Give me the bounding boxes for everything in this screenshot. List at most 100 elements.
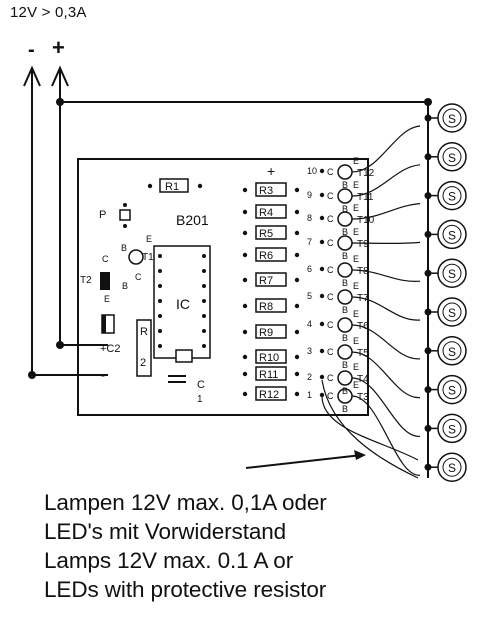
- resistor-r5-label: R5: [259, 228, 273, 240]
- pin-letter: B: [342, 305, 348, 315]
- minus-pad-label: -: [101, 368, 105, 382]
- resistor-r12: [255, 386, 287, 401]
- plus-supply-wire: [59, 70, 108, 346]
- pcb-outline: [77, 158, 369, 416]
- pointer-arrow-head: [354, 450, 366, 460]
- lamp-wire: [351, 241, 421, 245]
- pad: [319, 321, 325, 327]
- pin-letter: E: [104, 294, 110, 304]
- pad: [242, 391, 248, 397]
- junction-dot: [56, 341, 64, 349]
- lamp-inner-ring: [442, 108, 462, 128]
- caption-block: Lampen 12V max. 0,1A oder LED's mit Vorw…: [44, 488, 484, 604]
- pin-letter: C: [327, 292, 334, 302]
- transistor-t1: [128, 249, 144, 265]
- pin-letter: B: [342, 180, 348, 190]
- pin-letter: E: [353, 380, 359, 390]
- resistor-r11: [255, 366, 287, 381]
- board-id: B201: [176, 212, 209, 228]
- transistor-t9: [337, 235, 353, 251]
- ic-pin: [202, 344, 206, 348]
- pad: [242, 230, 248, 236]
- pad: [242, 354, 248, 360]
- pin-letter: C: [135, 272, 142, 282]
- resistor-r2-label: R: [140, 326, 148, 338]
- pad: [294, 354, 300, 360]
- pad: [319, 215, 325, 221]
- pad: [294, 277, 300, 283]
- pin-letter: E: [353, 309, 359, 319]
- resistor-r8-label: R8: [259, 301, 273, 313]
- transistor-t12: [337, 164, 353, 180]
- pot-label: P: [99, 209, 106, 221]
- lamp-label: S: [448, 345, 456, 359]
- pad: [294, 209, 300, 215]
- pad: [319, 168, 325, 174]
- resistor-r3: [255, 182, 287, 197]
- capacitor-c2-label: +C2: [100, 343, 121, 355]
- lamp-wire: [351, 351, 421, 399]
- pin-letter: C: [327, 214, 334, 224]
- lamp-icon: [437, 452, 467, 482]
- resistor-r11-label: R11: [259, 369, 278, 381]
- transistor-t3-label: T3: [357, 392, 369, 403]
- transistor-t7: [337, 289, 353, 305]
- ic-pin: [158, 254, 162, 258]
- pad: [319, 348, 325, 354]
- ic-pins: [158, 254, 206, 348]
- ic-pin: [202, 269, 206, 273]
- resistor-r7-label: R7: [259, 275, 273, 287]
- resistor-r9-label: R9: [259, 327, 273, 339]
- lamp-inner-ring: [442, 263, 462, 283]
- lamp-label: S: [448, 422, 456, 436]
- lamp-wire: [351, 324, 421, 360]
- output-number: 6: [307, 264, 312, 274]
- resistor-r6: [255, 247, 287, 262]
- resistor-r4: [255, 204, 287, 219]
- lamp-label: S: [448, 190, 456, 204]
- transistor-t8: [337, 262, 353, 278]
- lamp-label: S: [448, 228, 456, 242]
- junction-dot: [56, 98, 64, 106]
- pin-letter: E: [353, 180, 359, 190]
- minus-supply-wire: [31, 70, 108, 376]
- resistor-r9: [255, 324, 287, 339]
- lamp-wire: [351, 164, 421, 197]
- junction-dot: [424, 98, 432, 106]
- pad: [242, 209, 248, 215]
- ic-notch: [175, 349, 193, 363]
- capacitor-c2-band: [102, 315, 106, 333]
- resistor-r7: [255, 272, 287, 287]
- resistor-r2-number: 2: [140, 357, 146, 369]
- lamp-wire: [351, 377, 421, 438]
- transistor-t10: [337, 211, 353, 227]
- lamp-label: S: [448, 306, 456, 320]
- pin-letter: B: [342, 204, 348, 214]
- ic-pin: [202, 254, 206, 258]
- lamp-wire: [351, 203, 421, 220]
- lamp-icon: [437, 103, 467, 133]
- output-number: 8: [307, 213, 312, 223]
- lamp-wire: [351, 296, 421, 321]
- resistor-r4-label: R4: [259, 207, 273, 219]
- pad: [294, 329, 300, 335]
- pin-letter: B: [342, 227, 348, 237]
- pin-letter: E: [353, 281, 359, 291]
- output-number: 4: [307, 319, 312, 329]
- lamp-wire: [351, 395, 421, 476]
- pad: [294, 187, 300, 193]
- lamp-inner-ring: [442, 457, 462, 477]
- lamp-label: S: [448, 267, 456, 281]
- pad: [319, 293, 325, 299]
- pad: [319, 392, 325, 398]
- transistor-t11: [337, 188, 353, 204]
- pad: [123, 203, 127, 207]
- pad: [294, 391, 300, 397]
- pad: [242, 252, 248, 258]
- lamp-icon: [437, 219, 467, 250]
- lamp-inner-ring: [442, 341, 462, 361]
- lamp-inner-ring: [442, 186, 462, 206]
- pad: [123, 224, 127, 228]
